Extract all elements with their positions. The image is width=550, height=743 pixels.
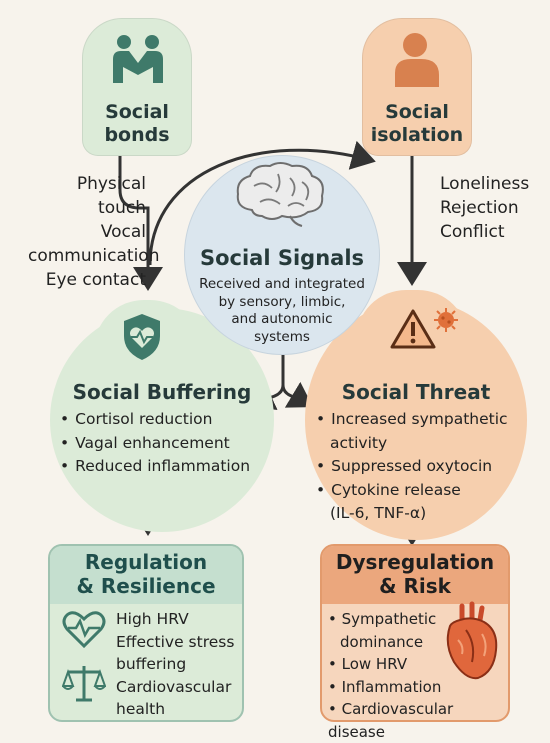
warning-triangle-icon [390, 309, 436, 349]
brain-icon [236, 162, 324, 227]
dysregulation-item: • Low HRV [328, 655, 408, 673]
regulation-list: High HRV Effective stress buffering Card… [116, 608, 242, 721]
isolation-item: Conflict [440, 222, 505, 242]
dysregulation-header [322, 546, 508, 604]
bonds-item: Vocal [100, 222, 146, 242]
dysregulation-title-2: & Risk [379, 574, 451, 598]
bonds-to-buffering-arrow [118, 150, 163, 291]
bonds-item: touch [98, 198, 146, 218]
social-isolation-title-1: Social [385, 101, 449, 123]
bonds-item: Eye contact [45, 270, 146, 290]
person-icon [395, 33, 439, 87]
regulation-item: High HRV [116, 610, 189, 628]
signals-desc-line: Received and integrated [199, 276, 365, 292]
regulation-title-1: Regulation [84, 550, 208, 574]
social-isolation-title-2: isolation [370, 124, 464, 146]
isolation-item: Rejection [440, 198, 519, 218]
arc-arrow [148, 140, 376, 266]
signals-desc-line: systems [254, 328, 310, 345]
social-signals-description: Received and integrated by sensory, limb… [188, 276, 376, 346]
regulation-item: buffering [116, 655, 187, 673]
bonds-item: Physical [76, 174, 146, 194]
balance-scale-icon [62, 666, 106, 702]
anatomical-heart-icon [446, 601, 498, 680]
buffering-item: Reduced inflammation [60, 455, 270, 479]
dysregulation-item: • Inflammation [328, 677, 442, 696]
regulation-box: Regulation & Resilience High HRV Effecti… [48, 544, 244, 722]
dysregulation-box: Dysregulation & Risk • Sympathetic domin… [320, 544, 510, 741]
shield-heart-icon [124, 314, 160, 360]
social-buffering-list: Cortisol reduction Vagal enhancement Red… [60, 408, 270, 479]
heart-pulse-icon [62, 611, 106, 648]
dysregulation-item-cont: dominance [340, 632, 424, 651]
signals-fork-right-arrow [281, 381, 314, 408]
social-bonds-title-1: Social [105, 101, 169, 123]
bonds-item: communication [28, 246, 160, 266]
social-isolation-list: Loneliness Rejection Conflict [440, 172, 545, 244]
threat-item: Suppressed oxytocin [316, 455, 522, 479]
buffering-item: Vagal enhancement [60, 432, 270, 456]
handshake-icon [113, 35, 163, 83]
virus-icon [434, 308, 458, 332]
isolation-item: Loneliness [440, 174, 530, 194]
regulation-title-2: & Resilience [76, 574, 216, 598]
social-bonds-card: Social bonds [82, 18, 192, 156]
social-isolation-card: Social isolation [362, 18, 472, 156]
dysregulation-title-1: Dysregulation [335, 550, 495, 574]
regulation-item: Cardiovascular [116, 677, 232, 696]
threat-item: Increased sympathetic [316, 408, 522, 432]
threat-item-cont: activity [330, 433, 388, 452]
regulation-header [50, 546, 242, 604]
buffering-item: Cortisol reduction [60, 408, 270, 432]
threat-item-cont: (IL-6, TNF-α) [330, 504, 427, 522]
social-bonds-list: Physical touch Vocal communication Eye c… [28, 172, 160, 292]
signals-desc-line: by sensory, limbic, [218, 293, 346, 310]
dysregulation-list: • Sympathetic dominance • Low HRV • Infl… [328, 608, 510, 743]
dysregulation-item: • Sympathetic [328, 610, 437, 628]
social-bonds-title-2: bonds [104, 124, 170, 146]
threat-item: Cytokine release [316, 479, 522, 503]
dysregulation-item: • Cardiovascular disease [328, 700, 454, 741]
social-threat-title: Social Threat [341, 380, 491, 404]
signals-desc-line: and autonomic [231, 311, 333, 327]
regulation-item: Effective stress [116, 632, 235, 651]
social-signals-title: Social Signals [199, 246, 365, 270]
social-threat-list: Increased sympathetic activity Suppresse… [316, 408, 522, 526]
regulation-item: health [116, 700, 166, 718]
social-buffering-title: Social Buffering [72, 380, 252, 404]
